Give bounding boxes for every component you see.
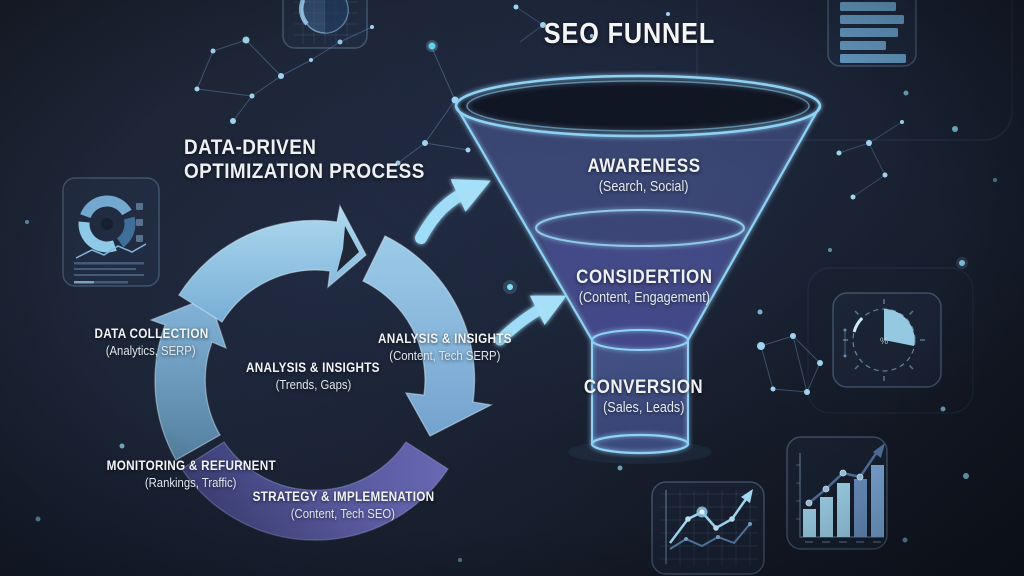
globe-chart-icon	[282, 0, 368, 49]
line-chart-icon	[651, 481, 765, 575]
step-detail: (Analytics, SERP)	[106, 343, 196, 358]
funnel-stage-awareness: AWARENESS (Search, Social)	[514, 155, 774, 197]
process-step-data-collection: DATA COLLECTION (Analytics, SERP)	[41, 325, 261, 359]
stage-name: CONSIDERTION	[575, 266, 713, 288]
stage-name: CONVERSION	[584, 376, 704, 398]
process-step-strategy: STRATEGY & IMPLEMENATION (Content, Tech …	[233, 488, 453, 522]
step-detail: (Content, Tech SERP)	[389, 348, 501, 363]
gauge-chart-icon: %	[832, 292, 942, 388]
bar-growth-icon	[786, 436, 888, 550]
donut-chart-icon	[62, 177, 160, 287]
step-name: DATA COLLECTION	[94, 326, 208, 341]
process-step-analysis-insights-right: ANALYSIS & INSIGHTS (Content, Tech SERP)	[335, 330, 555, 364]
svg-text:%: %	[880, 336, 888, 346]
funnel-title: SEO FUNNEL	[454, 18, 804, 51]
connector-arrow-top	[415, 179, 491, 244]
step-name: STRATEGY & IMPLEMENATION	[252, 489, 434, 504]
step-detail: (Content, Tech SEO)	[290, 506, 396, 521]
stage-name: AWARENESS	[587, 155, 701, 177]
process-step-analysis-insights-center: ANALYSIS & INSIGHTS (Trends, Gaps)	[203, 359, 423, 393]
stage-detail: (Sales, Leads)	[603, 400, 685, 416]
funnel-title-text: SEO FUNNEL	[543, 18, 715, 50]
step-detail: (Trends, Gaps)	[275, 377, 351, 392]
funnel-stage-conversion: CONVERSION (Sales, Leads)	[514, 376, 774, 418]
step-name: MONITORING & REFURNENT	[106, 458, 276, 473]
funnel-stage-consideration: CONSIDERTION (Content, Engagement)	[514, 266, 774, 308]
process-title-line2: OPTIMIZATION PROCESS	[184, 159, 425, 183]
process-title: DATA-DRIVEN OPTIMIZATION PROCESS	[184, 135, 504, 183]
cycle-segment-top	[178, 204, 367, 323]
network-cluster-topright	[836, 120, 904, 200]
stage-detail: (Search, Social)	[599, 179, 689, 195]
horizontal-bars-icon	[827, 0, 917, 67]
stage-detail: (Content, Engagement)	[578, 290, 710, 306]
process-title-line1: DATA-DRIVEN	[184, 135, 317, 159]
step-detail: (Rankings, Traffic)	[145, 475, 237, 490]
step-name: ANALYSIS & INSIGHTS	[378, 331, 512, 346]
process-step-monitoring: MONITORING & REFURNENT (Rankings, Traffi…	[81, 457, 301, 491]
